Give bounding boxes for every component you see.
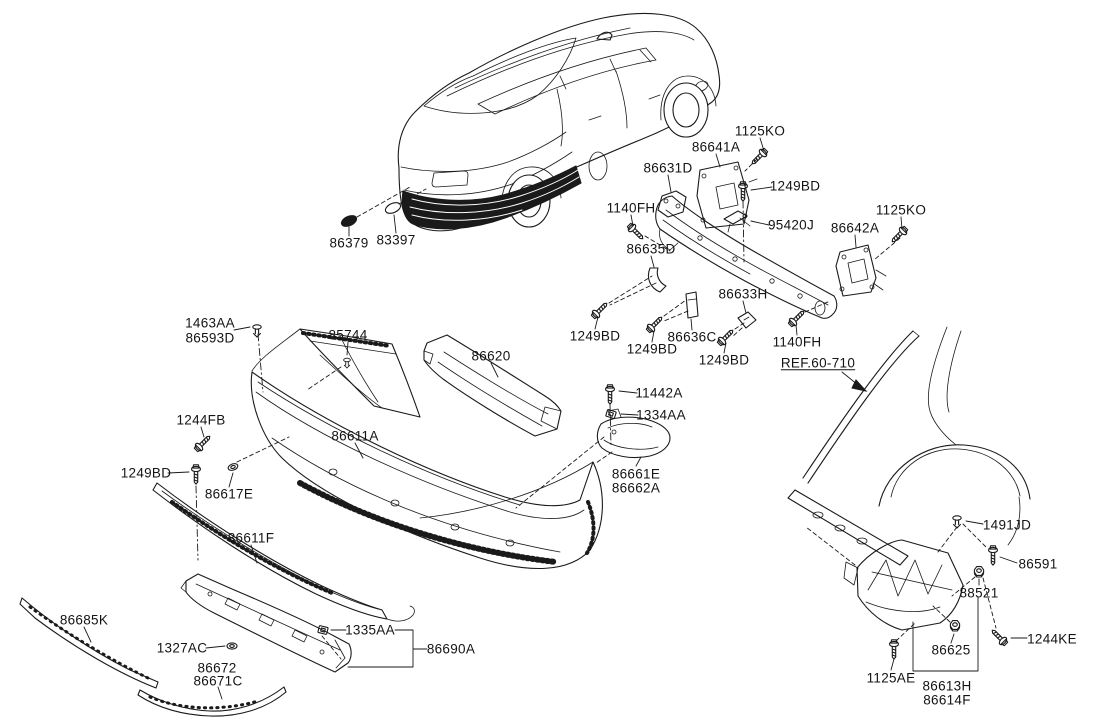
- part-label-86662a: 86662A: [611, 480, 661, 496]
- bumper-cover-86611a: [250, 328, 603, 570]
- part-label-1249bd: 1249BD: [769, 178, 821, 194]
- bolt-icon: [190, 464, 202, 485]
- side-closing-panel-86613h: [843, 539, 964, 631]
- clip-icon: [343, 357, 351, 369]
- part-label-1335aa: 1335AA: [345, 622, 395, 638]
- bolt-icon: [888, 224, 910, 246]
- part-label-83397: 83397: [376, 232, 416, 248]
- bolt-icon: [192, 432, 214, 454]
- nut-icon: [949, 620, 961, 632]
- part-label-1334aa: 1334AA: [636, 407, 686, 423]
- part-label-86620: 86620: [471, 348, 511, 364]
- bolt-icon: [888, 639, 900, 660]
- lower-cover-panel-86690a: [180, 573, 352, 673]
- nut-icon: [973, 566, 985, 578]
- part-label-86672: 86672: [197, 660, 237, 676]
- bracket-95420j: [723, 210, 751, 233]
- part-label-1125ae: 1125AE: [866, 670, 916, 686]
- grommet-icon: [226, 642, 238, 650]
- part-label-85744: 85744: [328, 327, 368, 343]
- mounting-plate-86642a: [835, 244, 887, 297]
- part-label-11442a: 11442A: [635, 385, 683, 401]
- part-label-86613h: 86613H: [922, 678, 972, 694]
- construction-lines: [195, 158, 997, 660]
- clip-icon: [952, 515, 962, 529]
- part-label-86591: 86591: [1018, 556, 1058, 572]
- part-label-1463aa: 1463AA: [185, 315, 235, 331]
- bolt-icon: [988, 626, 1010, 648]
- bolt-icon: [644, 313, 666, 335]
- bolt-icon: [987, 545, 999, 566]
- part-label-1249bd: 1249BD: [120, 465, 172, 481]
- part-label-1491jd: 1491JD: [982, 517, 1032, 533]
- part-label-86636c: 86636C: [667, 329, 717, 345]
- square-clip-icon: [605, 408, 617, 420]
- grommet-icon: [226, 461, 240, 473]
- impact-absorber-86620: [423, 334, 562, 437]
- part-label-1125ko: 1125KO: [734, 123, 786, 139]
- part-label-86617e: 86617E: [204, 486, 254, 502]
- bracket-86635d: [647, 267, 667, 293]
- bracket-86631d: [657, 190, 687, 218]
- part-label-86631d: 86631D: [643, 160, 693, 176]
- bracket-86636c: [685, 291, 699, 319]
- clip-86633h: [737, 311, 757, 329]
- bolt-icon: [786, 307, 808, 329]
- part-label-1249bd: 1249BD: [698, 352, 750, 368]
- part-label-1140fh: 1140FH: [606, 200, 656, 216]
- part-label-86611f: 86611F: [227, 530, 275, 546]
- part-label-86641a: 86641A: [691, 139, 741, 155]
- part-label-86671c: 86671C: [193, 673, 243, 689]
- car-illustration: [397, 12, 721, 232]
- part-label-86642a: 86642A: [830, 220, 880, 236]
- quarter-panel-ref: [787, 326, 1031, 566]
- bolt-icon: [625, 221, 647, 243]
- part-label-95420j: 95420J: [767, 217, 815, 233]
- part-label-86635d: 86635D: [626, 241, 676, 257]
- part-label-86690a: 86690A: [426, 641, 476, 657]
- part-label-1140fh: 1140FH: [772, 334, 822, 350]
- part-label-86625: 86625: [931, 642, 971, 658]
- part-label-1125ko: 1125KO: [875, 202, 927, 218]
- part-label-1244fb: 1244FB: [176, 412, 226, 428]
- part-label-1327ac: 1327AC: [156, 640, 208, 656]
- chrome-strip-86672: [137, 686, 287, 717]
- part-label-86633h: 86633H: [718, 286, 768, 302]
- part-label-86611a: 86611A: [331, 428, 379, 444]
- bolt-icon: [589, 299, 611, 321]
- part-label-86593d: 86593D: [185, 330, 235, 346]
- part-label-1249bd: 1249BD: [569, 328, 621, 344]
- pad-83397: [384, 202, 402, 214]
- clip-icon: [252, 324, 262, 338]
- leader-lines: [83, 137, 1028, 700]
- bumper-reinforcement-beam: [647, 161, 887, 329]
- part-label-ref-60-710: REF.60-710: [780, 355, 856, 371]
- part-label-86614f: 86614F: [923, 692, 971, 708]
- side-bracket-86661e: [596, 408, 671, 459]
- part-label-86661e: 86661E: [611, 466, 661, 482]
- lower-trim-86611f: [152, 482, 415, 622]
- part-label-86379: 86379: [329, 235, 369, 251]
- side-strip-86685k: [19, 597, 159, 689]
- part-label-88521: 88521: [959, 585, 999, 601]
- bolt-icon: [604, 384, 616, 405]
- pad-86379: [340, 215, 358, 227]
- part-label-1244ke: 1244KE: [1027, 631, 1077, 647]
- part-label-1249bd: 1249BD: [626, 341, 678, 357]
- mounting-plate-86641a: [696, 161, 758, 229]
- part-label-86685k: 86685K: [59, 612, 109, 628]
